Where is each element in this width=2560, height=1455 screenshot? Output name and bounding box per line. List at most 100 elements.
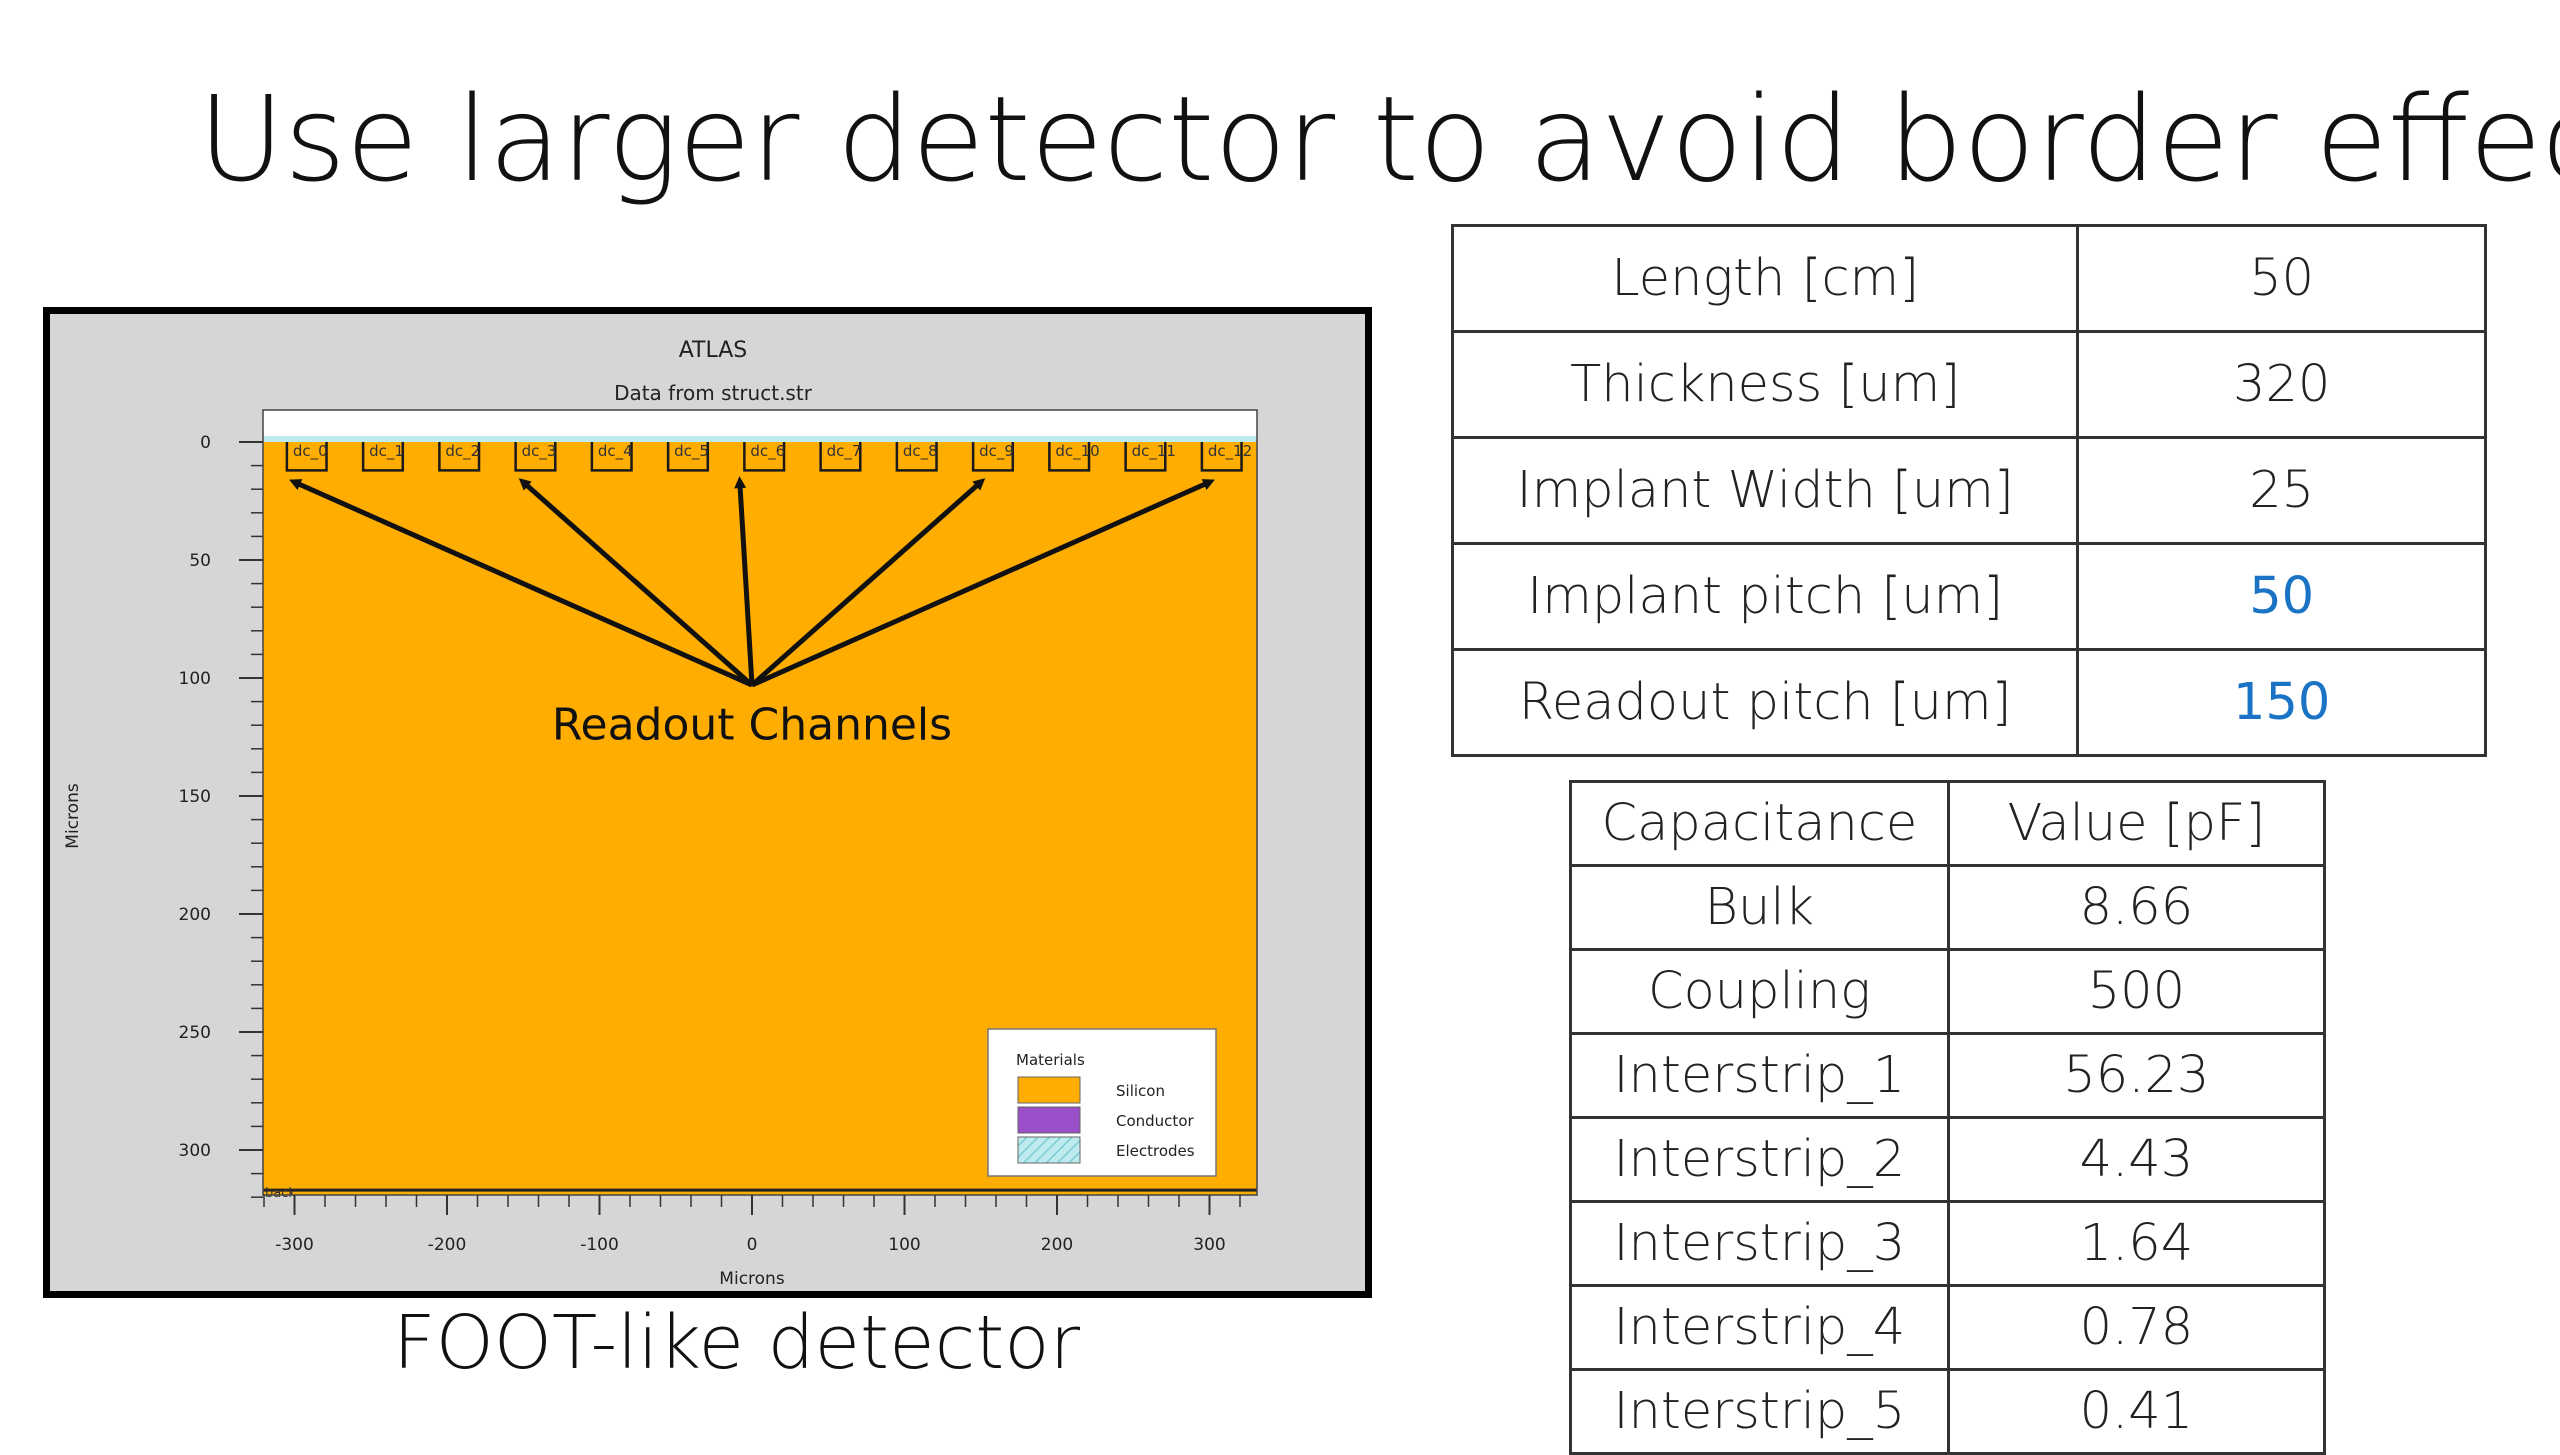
y-axis-label: Microns (63, 783, 83, 849)
x-axis-label: Microns (719, 1269, 785, 1289)
x-tick-label: 300 (1193, 1235, 1225, 1255)
param-value: 25 (2076, 436, 2487, 545)
electrode-label-4: dc_4 (598, 442, 633, 461)
capacitance-name: Coupling (1569, 948, 1950, 1035)
param-name: Thickness [um] (1450, 330, 2080, 439)
diagram-caption: FOOT-like detector (393, 1300, 1080, 1386)
electrode-label-2: dc_2 (445, 442, 480, 461)
y-tick-label: 300 (179, 1141, 211, 1161)
implant-8 (895, 442, 938, 472)
x-tick-label: 0 (747, 1235, 758, 1255)
electrode-label-11: dc_11 (1132, 442, 1176, 461)
implant-2 (438, 442, 481, 472)
capacitance-value: 500 (1946, 948, 2327, 1035)
capacitance-name: Bulk (1569, 864, 1950, 951)
plot-area: dc_0 dc_1 dc_2 dc_3 dc_4 dc_5 dc_6 dc_7 dc_8 dc_9… (179, 409, 1258, 1255)
table-row: Implant Width [um]25 (1450, 436, 2487, 545)
capacitance-name: Interstrip_2 (1569, 1116, 1950, 1203)
implant-6 (743, 442, 786, 472)
implant-7 (819, 442, 862, 472)
capacitance-name: Interstrip_4 (1569, 1284, 1950, 1371)
param-value: 320 (2076, 330, 2487, 439)
legend-label-2: Electrodes (1116, 1142, 1195, 1160)
readout-arrow-4 (750, 479, 1215, 688)
electrode-label-3: dc_3 (522, 442, 557, 461)
capacitance-name: Interstrip_3 (1569, 1200, 1950, 1287)
plot-subtitle: Data from struct.str (614, 381, 813, 405)
x-tick-label: 100 (888, 1235, 920, 1255)
param-name: Implant Width [um] (1450, 436, 2080, 545)
electrode-label-1: dc_1 (369, 442, 404, 461)
legend-swatch-0 (1017, 1076, 1081, 1104)
x-tick-label: -300 (275, 1235, 314, 1255)
readout-arrow-0 (289, 479, 754, 688)
y-tick-label: 150 (179, 787, 211, 807)
capacitance-value: 4.43 (1946, 1116, 2327, 1203)
y-tick-label: 250 (179, 1023, 211, 1043)
legend-label-1: Conductor (1116, 1112, 1194, 1130)
capacitance-value: 0.78 (1946, 1284, 2327, 1371)
legend-label-0: Silicon (1116, 1082, 1165, 1100)
param-name: Length [cm] (1450, 224, 2080, 333)
param-name: Readout pitch [um] (1450, 648, 2080, 757)
electrode-label-8: dc_8 (903, 442, 938, 461)
legend-swatch-1 (1017, 1106, 1081, 1134)
readout-channels-annotation: Readout Channels (552, 699, 952, 750)
capacitance-value: 0.41 (1946, 1368, 2327, 1455)
capacitance-name: Interstrip_1 (1569, 1032, 1950, 1119)
header-value: Value [pF] (1946, 780, 2327, 867)
implant-9 (971, 442, 1015, 472)
y-tick-label: 200 (179, 905, 211, 925)
capacitance-value: 1.64 (1946, 1200, 2327, 1287)
param-value: 150 (2076, 648, 2487, 757)
param-name: Implant pitch [um] (1450, 542, 2080, 651)
x-tick-label: 200 (1041, 1235, 1073, 1255)
implant-3 (514, 442, 557, 472)
capacitance-value: 8.66 (1946, 864, 2327, 951)
x-tick-label: -100 (580, 1235, 619, 1255)
table-header-row: Capacitance Value [pF] (1569, 780, 2327, 867)
table-row: Implant pitch [um]50 (1450, 542, 2487, 651)
table-row: Readout pitch [um]150 (1450, 648, 2487, 757)
param-value: 50 (2076, 542, 2487, 651)
legend-title: Materials (1016, 1051, 1085, 1069)
legend-swatch-2 (1017, 1136, 1081, 1164)
implant-11 (1124, 442, 1167, 472)
electrode-label-9: dc_9 (979, 442, 1014, 461)
top-electrode-strip (263, 436, 1257, 442)
header-capacitance: Capacitance (1569, 780, 1950, 867)
readout-arrow-1 (518, 478, 754, 687)
plot-frame (262, 409, 1258, 1196)
table-row: Length [cm]50 (1450, 224, 2487, 333)
electrode-label-6: dc_6 (750, 442, 785, 461)
electrode-label-7: dc_7 (827, 442, 862, 461)
implant-5 (666, 442, 710, 472)
implant-0 (285, 442, 328, 472)
y-tick-label: 0 (200, 433, 211, 453)
capacitance-name: Interstrip_5 (1569, 1368, 1950, 1455)
electrode-label-0: dc_0 (293, 442, 328, 461)
readout-arrow-2 (734, 476, 755, 686)
y-tick-label: 100 (179, 669, 211, 689)
x-tick-label: -200 (428, 1235, 467, 1255)
electrode-label-5: dc_5 (674, 442, 709, 461)
implant-10 (1048, 442, 1091, 472)
electrode-label-12: dc_12 (1208, 442, 1252, 461)
implant-4 (590, 442, 633, 472)
implant-1 (361, 442, 405, 472)
slide-title: Use larger detector to avoid border effe… (198, 70, 2560, 208)
y-tick-label: 50 (189, 551, 211, 571)
param-value: 50 (2076, 224, 2487, 333)
table-row: Thickness [um]320 (1450, 330, 2487, 439)
